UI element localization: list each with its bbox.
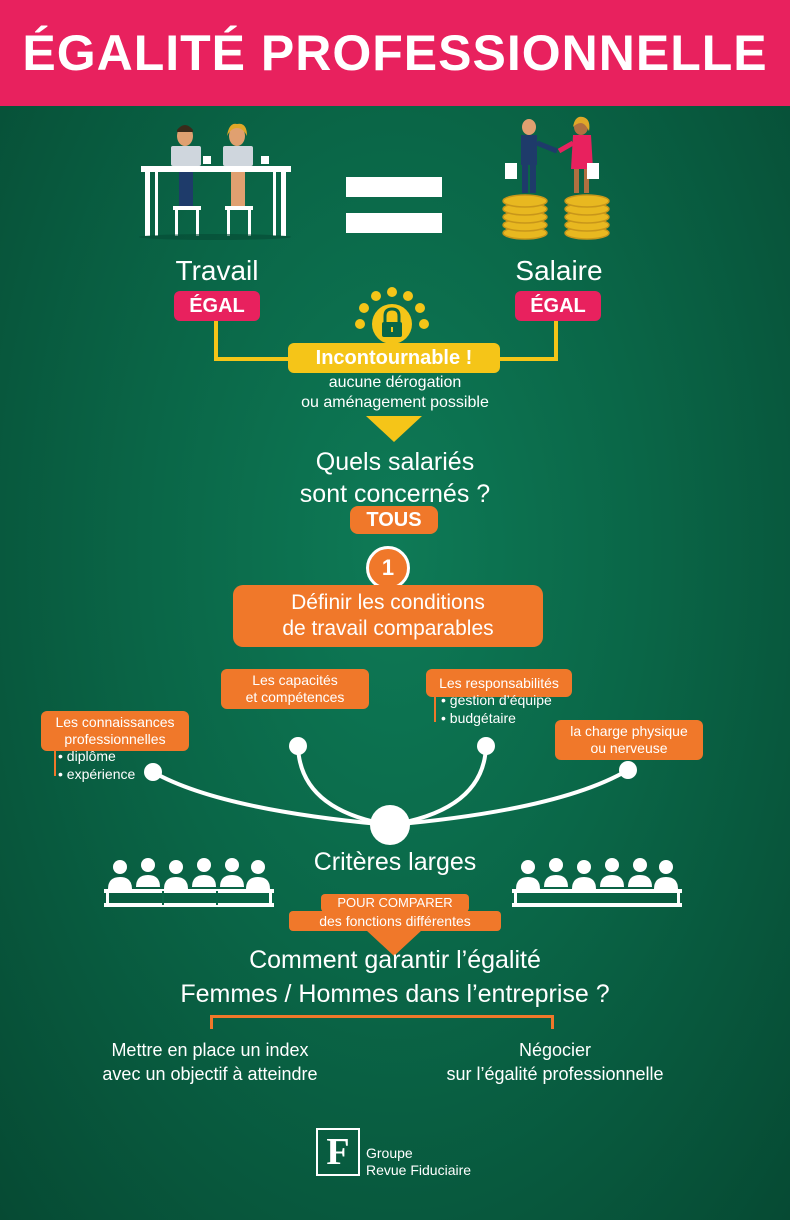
incontournable-badge: Incontournable ! (288, 343, 500, 373)
bullet-experience: • expérience (58, 766, 136, 782)
logo-line1: Groupe (366, 1145, 413, 1161)
criteria-connaissances-line2: professionnelles (64, 731, 166, 747)
step-number-badge: 1 (366, 546, 410, 590)
question-egalite: Comment garantir l’égalité Femmes / Homm… (120, 943, 670, 1011)
people-group-right-icon (512, 858, 682, 907)
logo-mark: F (316, 1128, 360, 1176)
answer-index-line2: avec un objectif à atteindre (102, 1064, 318, 1084)
bullet-diplome: • diplôme (58, 748, 116, 764)
answer-index-line1: Mettre en place un index (111, 1040, 309, 1060)
travail-egal-badge: ÉGAL (174, 291, 260, 321)
yellow-connector-left-h (214, 357, 294, 361)
header-banner: ÉGALITÉ PROFESSIONNELLE (0, 0, 790, 106)
down-arrow-orange-icon (366, 930, 422, 956)
tous-badge: TOUS (350, 506, 438, 534)
question-egalite-line1: Comment garantir l’égalité (249, 946, 541, 974)
criteria-charge-line2: ou nerveuse (590, 740, 668, 756)
criteria-connaissances-line1: Les connaissances (55, 714, 175, 730)
handshake-coins-icon (502, 116, 610, 240)
bullet-line-connaissances (54, 746, 56, 776)
bracket-horizontal (210, 1015, 554, 1018)
yellow-connector-left (214, 321, 218, 361)
answer-negocier: Négocier sur l’égalité professionnelle (410, 1038, 700, 1086)
question-salaries: Quels salariés sont concernés ? (220, 446, 570, 510)
incontournable-line2: ou aménagement possible (301, 394, 489, 411)
criteria-capacites-line1: Les capacités (252, 672, 338, 688)
travail-label: Travail (175, 255, 259, 286)
incontournable-line1: aucune dérogation (328, 374, 462, 391)
people-group-left-icon (104, 858, 274, 907)
criteria-responsabilites-bullets: • gestion d’équipe • budgétaire (441, 691, 552, 727)
yellow-connector-right-h (496, 357, 558, 361)
criteria-tree (144, 737, 637, 845)
step-line2: de travail comparables (282, 617, 494, 640)
criteria-responsabilites: Les responsabilités (426, 669, 572, 697)
step-definir-box: Définir les conditions de travail compar… (233, 585, 543, 647)
criteria-capacites: Les capacités et compétences (221, 669, 369, 709)
answer-index: Mettre en place un index avec un objecti… (70, 1038, 350, 1086)
yellow-connector-right (554, 321, 558, 361)
lock-icon (355, 287, 429, 344)
step-line1: Définir les conditions (291, 591, 485, 614)
question-egalite-line2: Femmes / Hommes dans l’entreprise ? (180, 980, 610, 1008)
bullet-gestion-equipe: • gestion d’équipe (441, 692, 552, 708)
criteria-connaissances-bullets: • diplôme • expérience (58, 747, 135, 783)
bullet-line-responsabilites (434, 692, 436, 722)
logo-text: Groupe Revue Fiduciaire (366, 1145, 471, 1179)
bullet-budgetaire: • budgétaire (441, 710, 516, 726)
equals-bar-bottom (346, 213, 442, 233)
criteres-larges-title: Critères larges (313, 848, 477, 876)
equals-bar-top (346, 177, 442, 197)
down-arrow-yellow-icon (366, 416, 422, 442)
bracket-right (551, 1015, 554, 1029)
salaire-egal-badge: ÉGAL (515, 291, 601, 321)
question-salaries-line1: Quels salariés (315, 448, 475, 476)
bracket-left (210, 1015, 213, 1029)
page-title: ÉGALITÉ PROFESSIONNELLE (22, 25, 768, 81)
criteria-capacites-line2: et compétences (245, 689, 345, 705)
workers-at-desk-icon (139, 123, 291, 240)
answer-negocier-line2: sur l’égalité professionnelle (446, 1064, 664, 1084)
criteria-charge: la charge physique ou nerveuse (555, 720, 703, 760)
logo-line2: Revue Fiduciaire (366, 1162, 472, 1178)
salaire-label: Salaire (515, 255, 603, 286)
criteria-connaissances: Les connaissances professionnelles (41, 711, 189, 751)
fonctions-differentes-badge: des fonctions différentes (289, 911, 501, 931)
criteria-charge-line1: la charge physique (570, 723, 688, 739)
question-salaries-line2: sont concernés ? (299, 480, 491, 508)
incontournable-desc: aucune dérogation ou aménagement possibl… (250, 373, 540, 413)
pour-comparer-badge: POUR COMPARER (321, 894, 469, 912)
answer-negocier-line1: Négocier (518, 1040, 592, 1060)
